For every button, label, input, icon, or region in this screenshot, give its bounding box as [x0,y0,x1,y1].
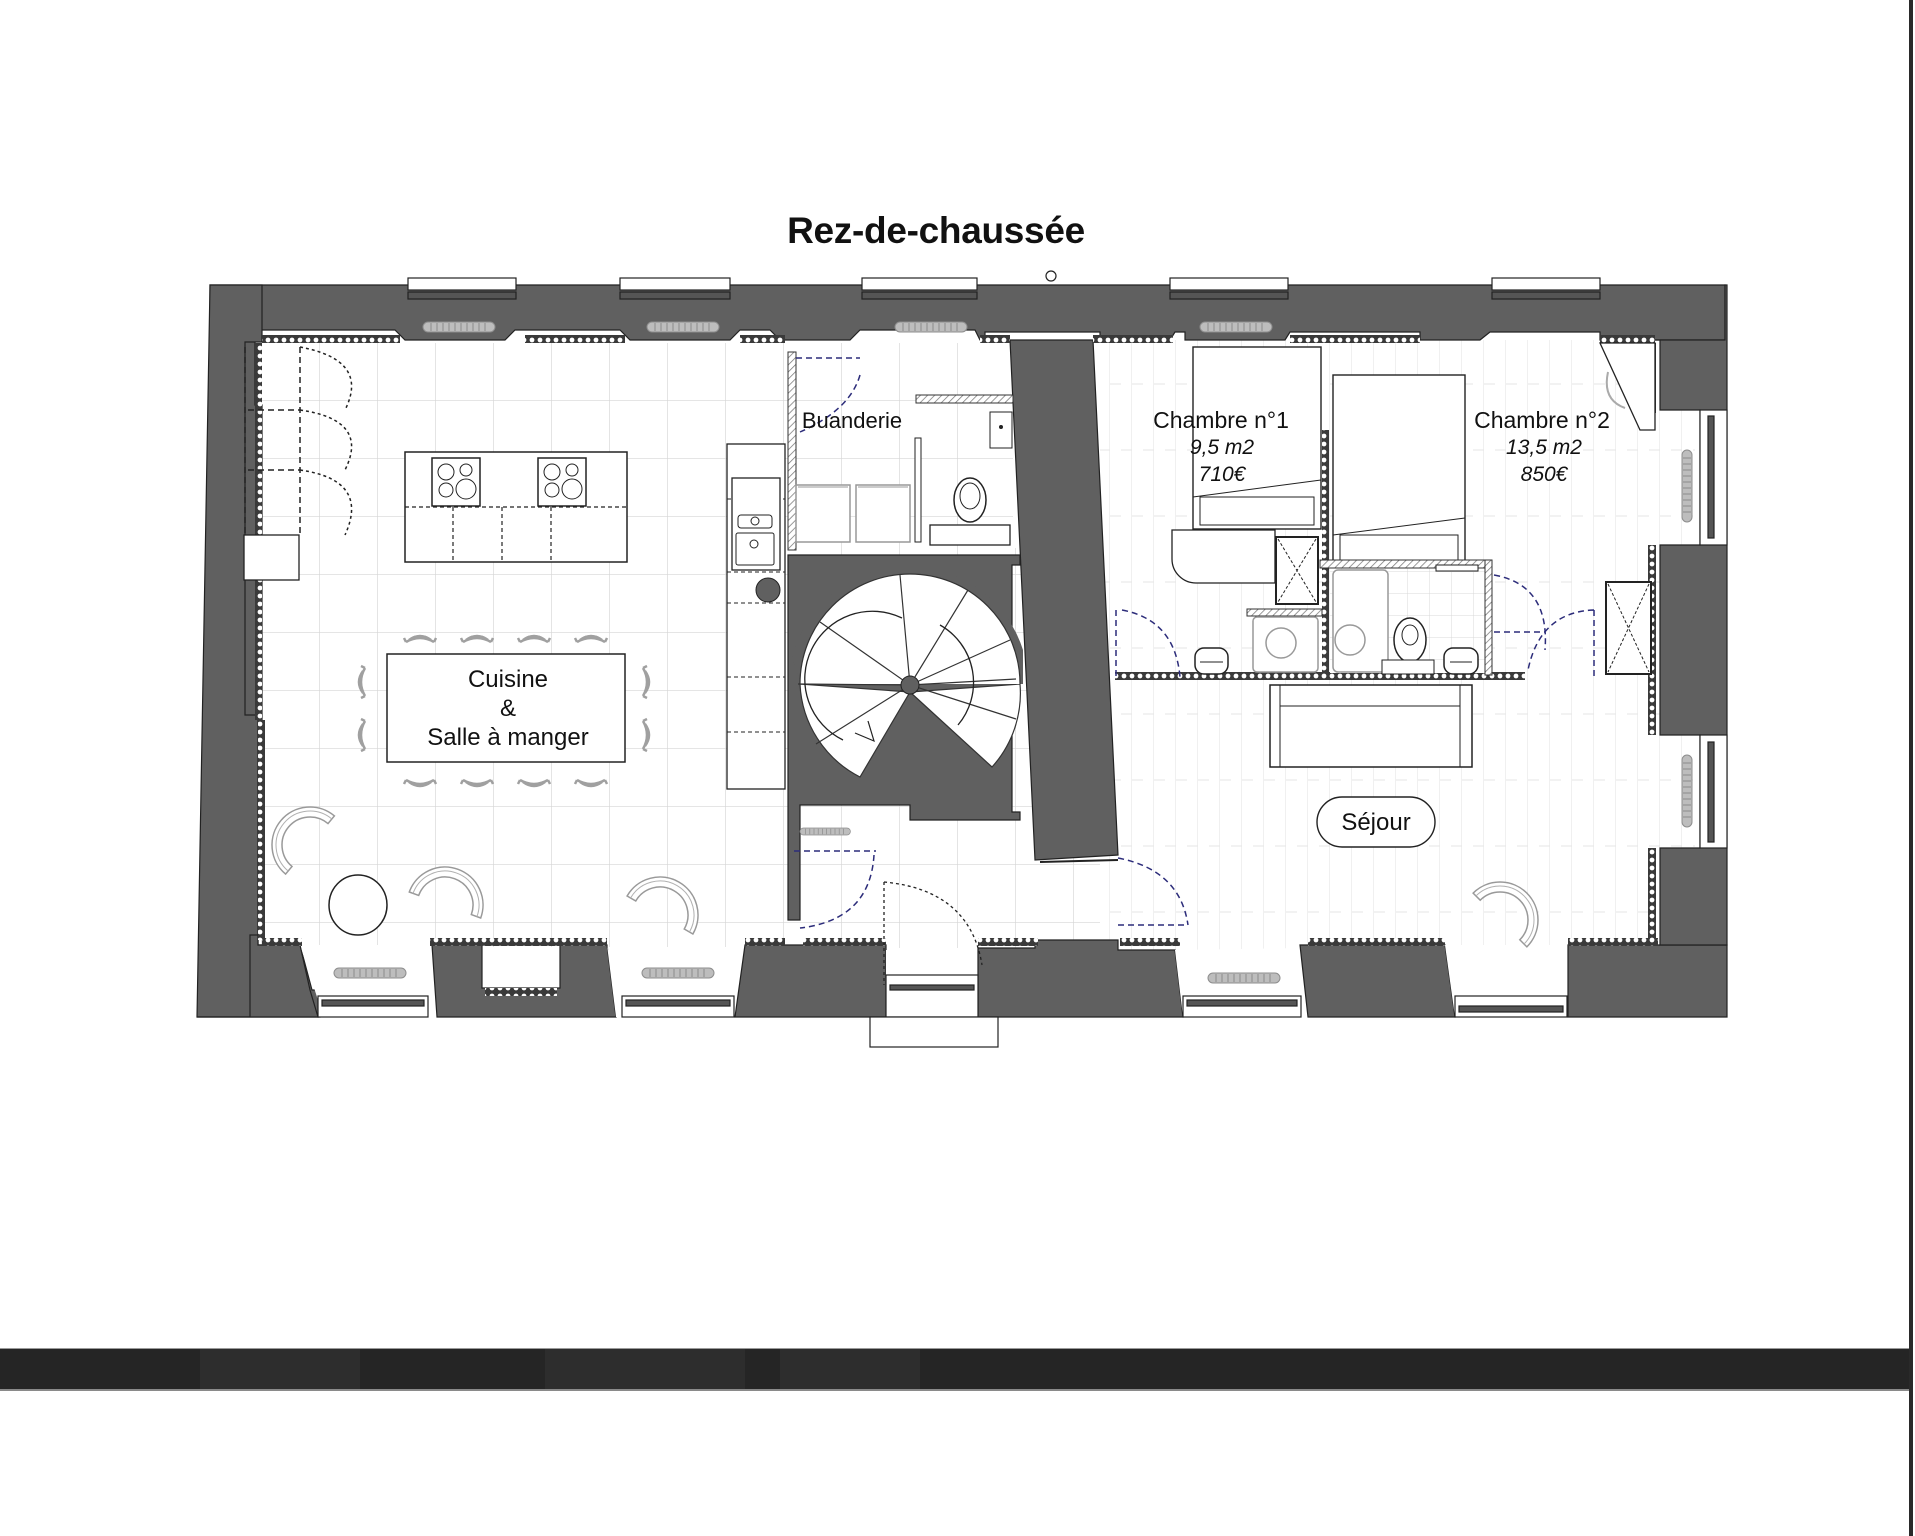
entrance-step [869,1016,999,1048]
spiral-staircase-icon [792,566,1023,778]
room-area-bedroom1: 9,5 m2 [1190,436,1255,459]
room-badge-living: Séjour [1316,796,1436,848]
cooktop-icon [537,457,587,507]
round-table [328,874,388,936]
room-label-laundry: Buanderie [802,408,902,433]
thumbnail-ghost [545,1349,745,1389]
toilet-icon [1194,647,1229,675]
thumbnail-ghost [200,1349,360,1389]
room-label-dining: Salle à manger [427,724,588,751]
door-swing-icon [1117,857,1189,926]
toilet-icon [929,477,1011,546]
room-area-bedroom2: 13,5 m2 [1506,436,1582,459]
kitchen-floor [262,343,788,947]
toilet-icon [1443,647,1479,675]
room-label-bedroom2: Chambre n°2 [1474,407,1610,433]
bed-icon [1192,346,1322,530]
room-price-bedroom2: 850€ [1521,463,1569,486]
page-edge [1909,0,1913,1536]
door-swing-icon [1493,574,1547,651]
room-label-kitchen: Cuisine [468,666,548,693]
bed-icon [1332,374,1466,568]
sink-icon [731,477,781,571]
outlet-icon [1045,270,1057,282]
room-label-bedroom1: Chambre n°1 [1153,407,1289,433]
door-swing-icon [883,881,983,985]
shower-icon [1275,536,1319,605]
washing-machine-icon [795,484,911,543]
shower-icon [1332,569,1389,673]
toilet-icon [1381,617,1435,675]
door-swing-icon [1527,609,1595,677]
sofa-icon [1269,684,1473,768]
door-swing-icon [796,357,861,433]
kitchen-island [404,451,628,563]
windows-bottom [317,974,1568,1048]
thumbnail-ghost [780,1349,920,1389]
kitchen-counter [726,443,786,790]
room-label-kitchen-amp: & [500,695,516,722]
cooktop-icon [431,457,481,507]
washing-machine-icon [1252,616,1319,673]
filmstrip-band [0,1348,1911,1391]
wardrobe [244,346,353,536]
door-swing-icon [794,850,876,929]
room-price-bedroom1: 710€ [1199,463,1247,486]
room-label-living: Séjour [1341,809,1410,836]
plan-title: Rez-de-chaussée [787,210,1085,251]
door-swing-icon [1115,609,1181,678]
windows-top [407,277,1601,300]
shower-icon [1605,581,1652,675]
dining-table [357,634,651,788]
